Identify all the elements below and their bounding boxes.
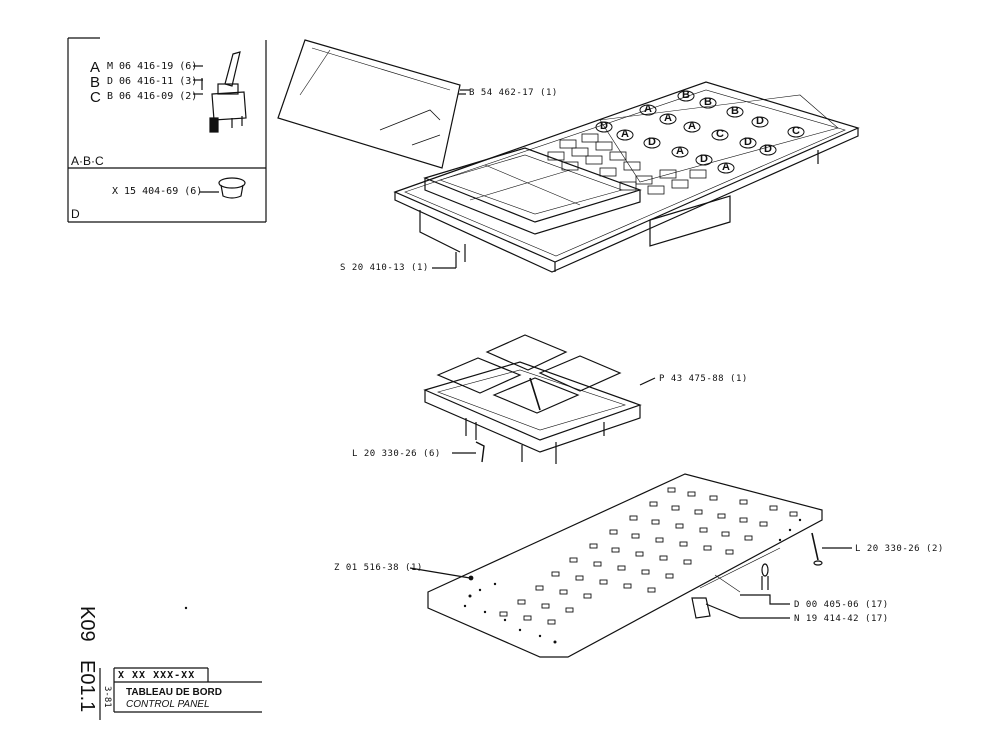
callout-letter: D <box>764 143 772 155</box>
callout-letter: A <box>688 120 696 132</box>
legend-letter-a: A <box>90 59 101 76</box>
plug-cap-illustration <box>200 177 246 199</box>
board-pin-dots <box>184 518 802 644</box>
label-screw-right: L 20 330-26 (2) <box>855 544 944 554</box>
callout-letter: A <box>621 128 629 140</box>
legend-part-c: B 06 416-09 (2) <box>107 91 198 102</box>
title-block-frame <box>99 667 262 720</box>
legend-part-d: X 15 404-69 (6) <box>112 186 203 197</box>
circuit-board-illustration <box>409 473 852 658</box>
callout-circles <box>595 90 805 174</box>
label-screw-left: L 20 330-26 (6) <box>352 449 441 459</box>
label-socket: N 19 414-42 (17) <box>794 614 889 624</box>
drawing-reference: X XX XXX-XX <box>118 670 196 681</box>
callout-letter: A <box>722 161 730 173</box>
callout-letter: A <box>676 145 684 157</box>
drawing-title-fr: TABLEAU DE BORD <box>126 687 222 698</box>
label-bracket: P 43 475-88 (1) <box>659 374 748 384</box>
control-panel-housing <box>393 81 860 273</box>
legend-section-abc: A·B·C <box>71 154 104 168</box>
drawing-title-en: CONTROL PANEL <box>126 699 210 710</box>
callout-letter: A <box>644 103 652 115</box>
drawing-code-secondary: E01.1 <box>76 660 98 713</box>
legend-part-b: D 06 416-11 (3) <box>107 76 198 87</box>
callout-letter: A <box>664 112 672 124</box>
callout-letter: D <box>600 120 608 132</box>
callout-letter: D <box>648 136 656 148</box>
callout-letter: C <box>792 125 800 137</box>
legend-frame <box>67 37 267 223</box>
label-board: Z 01 516-38 (1) <box>334 563 423 573</box>
toggle-switch-illustration <box>209 51 247 133</box>
callout-letter: C <box>716 128 724 140</box>
board-hole-pattern <box>499 487 798 625</box>
label-lamp: D 00 405-06 (17) <box>794 600 889 610</box>
callout-letter: B <box>682 89 690 101</box>
label-cover: B 54 462-17 (1) <box>469 88 558 98</box>
callout-letter: B <box>704 96 712 108</box>
legend-letter-c: C <box>90 89 101 106</box>
drawing-date: 3-81 <box>102 686 112 708</box>
drawing-code-primary: K09 <box>76 606 98 642</box>
legend-section-d: D <box>71 207 80 221</box>
switch-bracket-illustration <box>423 334 656 464</box>
callout-letter: D <box>744 136 752 148</box>
legend-part-a: M 06 416-19 (6) <box>107 61 198 72</box>
label-housing: S 20 410-13 (1) <box>340 263 429 273</box>
callout-letter: B <box>731 105 739 117</box>
glass-cover-illustration <box>277 39 470 169</box>
legend-letter-b: B <box>90 74 101 91</box>
callout-letter: D <box>756 115 764 127</box>
callout-letter: D <box>700 153 708 165</box>
